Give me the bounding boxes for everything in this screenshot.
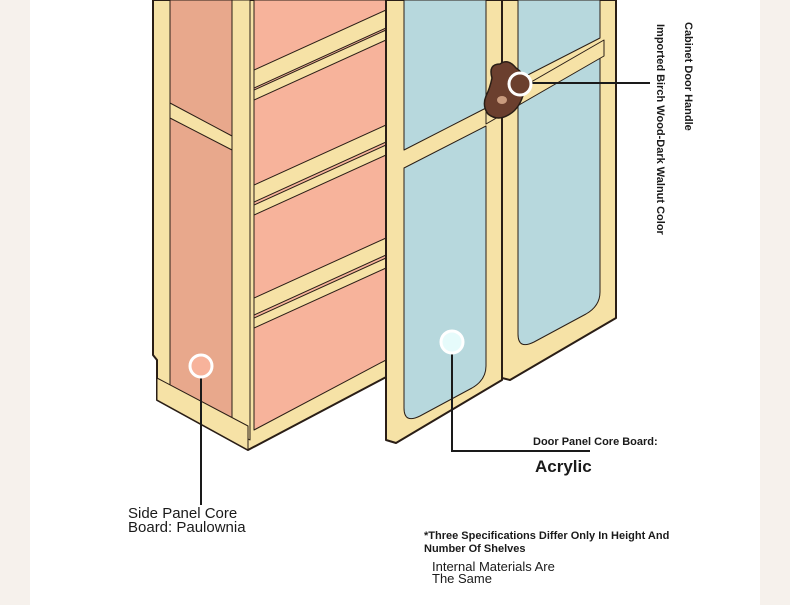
internal-note-line1: Internal Materials Are xyxy=(432,559,555,574)
internal-materials-note: Internal Materials Are The Same xyxy=(432,559,555,586)
callout-leaders xyxy=(200,82,650,505)
door-panel-material: Acrylic xyxy=(535,457,592,476)
handle-material: Imported Birch Wood-Dark Walnut Color xyxy=(654,24,666,235)
side-panel-label-line1: Side Panel Core xyxy=(128,505,238,522)
side-panel-label-line2: Board: Paulownia xyxy=(128,519,246,536)
door-right xyxy=(485,0,617,381)
callout-markers xyxy=(188,71,533,379)
side-panel-label: Side Panel Core Board: Paulownia xyxy=(128,505,246,536)
cabinet-body xyxy=(152,0,391,451)
spec-note: *Three Specifications Differ Only In Hei… xyxy=(424,530,670,555)
door-left xyxy=(385,0,503,444)
handle-title: Cabinet Door Handle xyxy=(682,22,694,131)
door-panel-title: Door Panel Core Board: xyxy=(533,436,658,448)
internal-note-line2: The Same xyxy=(432,571,492,586)
